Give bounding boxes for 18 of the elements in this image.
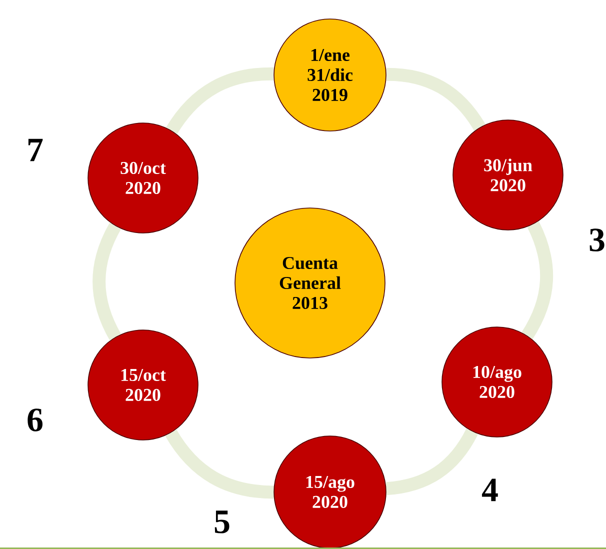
step-number: 7	[28, 138, 43, 162]
ring-segment	[522, 222, 553, 339]
ring-segment	[92, 222, 122, 340]
ring-segment	[386, 68, 486, 131]
ring-segment	[165, 429, 274, 499]
circle-node: 30/jun 2020	[452, 120, 564, 230]
step-number: 3	[590, 228, 604, 252]
ring-segment	[386, 428, 478, 496]
circle-node: 30/oct 2020	[88, 122, 198, 234]
circle-node: 15/oct 2020	[88, 330, 198, 440]
step-number: 4	[482, 478, 498, 502]
circle-node: 1/ene 31/dic 2019	[274, 18, 386, 132]
step-number: 6	[28, 408, 42, 432]
circle-node: 10/ago 2020	[442, 326, 552, 438]
step-number: 5	[214, 510, 230, 534]
ring-segment	[166, 67, 274, 134]
circle-node: Cuenta General 2013	[234, 208, 386, 358]
circle-node: 15/ago 2020	[274, 436, 386, 548]
